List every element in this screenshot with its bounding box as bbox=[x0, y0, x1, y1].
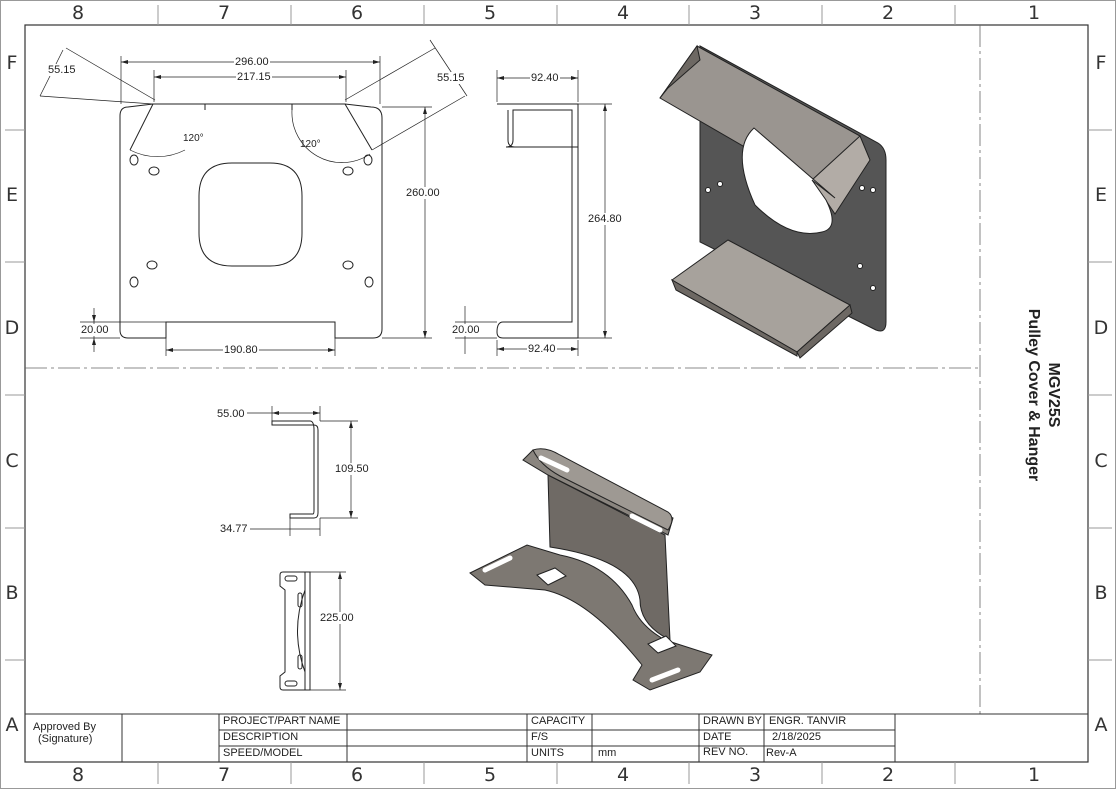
date-value: 2/18/2025 bbox=[772, 731, 821, 743]
zone-row-b-right: B bbox=[1094, 582, 1108, 604]
rev-value: Rev-A bbox=[766, 747, 797, 759]
zone-col-6-bottom: 6 bbox=[350, 764, 364, 786]
title-block-grid bbox=[25, 713, 1088, 762]
zone-col-7: 7 bbox=[217, 2, 231, 24]
zone-row-d-right: D bbox=[1093, 317, 1109, 339]
cover-side-view bbox=[496, 103, 579, 339]
fs-label: F/S bbox=[531, 731, 549, 743]
zone-row-c-right: C bbox=[1094, 450, 1108, 472]
dim-overall-width: 296.00 bbox=[234, 56, 270, 68]
dim-side-height: 264.80 bbox=[587, 213, 623, 225]
rev-label: REV NO. bbox=[703, 746, 749, 758]
drawing-title: MGV25S Pulley Cover & Hanger bbox=[1007, 225, 1063, 565]
zone-row-e: E bbox=[5, 184, 18, 206]
zone-col-4-bottom: 4 bbox=[616, 764, 630, 786]
zone-col-1: 1 bbox=[1027, 2, 1041, 24]
cover-front-view bbox=[119, 103, 383, 339]
units-label: UNITS bbox=[531, 747, 564, 759]
zone-col-3: 3 bbox=[748, 2, 762, 24]
zone-row-b: B bbox=[5, 582, 19, 604]
zone-row-a-right: A bbox=[1094, 714, 1108, 736]
dim-bottom-width: 190.80 bbox=[223, 344, 259, 356]
drawing-title-part: Pulley Cover & Hanger bbox=[1025, 308, 1042, 482]
drawing-title-model: MGV25S bbox=[1045, 362, 1062, 428]
zone-col-4: 4 bbox=[616, 2, 630, 24]
zone-col-5-bottom: 5 bbox=[483, 764, 497, 786]
dim-side-offset: 20.00 bbox=[451, 324, 481, 336]
zone-ticks bbox=[5, 5, 1112, 784]
zone-col-7-bottom: 7 bbox=[217, 764, 231, 786]
units-value: mm bbox=[598, 747, 617, 759]
cover-isometric bbox=[659, 44, 887, 359]
approved-by-label: Approved By bbox=[33, 721, 96, 733]
dim-side-bottom: 92.40 bbox=[527, 343, 557, 355]
capacity-label: CAPACITY bbox=[531, 715, 586, 727]
dim-hanger-height: 109.50 bbox=[334, 463, 370, 475]
zone-row-a: A bbox=[5, 714, 19, 736]
zone-row-f-right: F bbox=[1095, 52, 1107, 74]
zone-col-1-bottom: 1 bbox=[1027, 764, 1041, 786]
dim-top-width: 217.15 bbox=[236, 71, 272, 83]
dim-right-flange: 55.15 bbox=[436, 72, 466, 84]
zone-col-2: 2 bbox=[881, 2, 895, 24]
dim-side-top: 92.40 bbox=[530, 72, 560, 84]
zone-col-5: 5 bbox=[483, 2, 497, 24]
dim-left-angle: 120° bbox=[183, 133, 204, 144]
zone-col-3-bottom: 3 bbox=[748, 764, 762, 786]
project-label: PROJECT/PART NAME bbox=[223, 715, 341, 727]
hanger-side-view bbox=[271, 420, 319, 519]
zone-col-8: 8 bbox=[71, 2, 85, 24]
hanger-isometric bbox=[469, 448, 713, 691]
zone-col-2-bottom: 2 bbox=[881, 764, 895, 786]
zone-row-c: C bbox=[5, 450, 19, 472]
signature-label: (Signature) bbox=[38, 733, 93, 745]
drawn-by-value: ENGR. TANVIR bbox=[769, 715, 847, 727]
dim-hanger-length: 225.00 bbox=[319, 612, 355, 624]
description-label: DESCRIPTION bbox=[223, 731, 299, 743]
zone-col-8-bottom: 8 bbox=[71, 764, 85, 786]
zone-row-f: F bbox=[6, 52, 18, 74]
zone-col-6: 6 bbox=[350, 2, 364, 24]
hanger-side-dims bbox=[247, 406, 358, 536]
dim-left-flange: 55.15 bbox=[47, 64, 77, 76]
hanger-top-dims bbox=[310, 571, 346, 691]
date-label: DATE bbox=[703, 731, 732, 743]
speed-label: SPEED/MODEL bbox=[223, 747, 303, 759]
dim-hanger-top: 55.00 bbox=[216, 408, 246, 420]
zone-row-d: D bbox=[4, 317, 20, 339]
arrowheads bbox=[92, 60, 427, 352]
dim-right-angle: 120° bbox=[300, 139, 321, 150]
dim-height: 260.00 bbox=[405, 187, 441, 199]
cover-front-dims bbox=[39, 39, 468, 356]
dim-bottom-offset: 20.00 bbox=[80, 324, 110, 336]
dim-hanger-bottom: 34.77 bbox=[219, 523, 249, 535]
zone-row-e-right: E bbox=[1094, 184, 1107, 206]
hanger-top-view bbox=[279, 571, 311, 691]
drawn-by-label: DRAWN BY bbox=[703, 715, 762, 727]
